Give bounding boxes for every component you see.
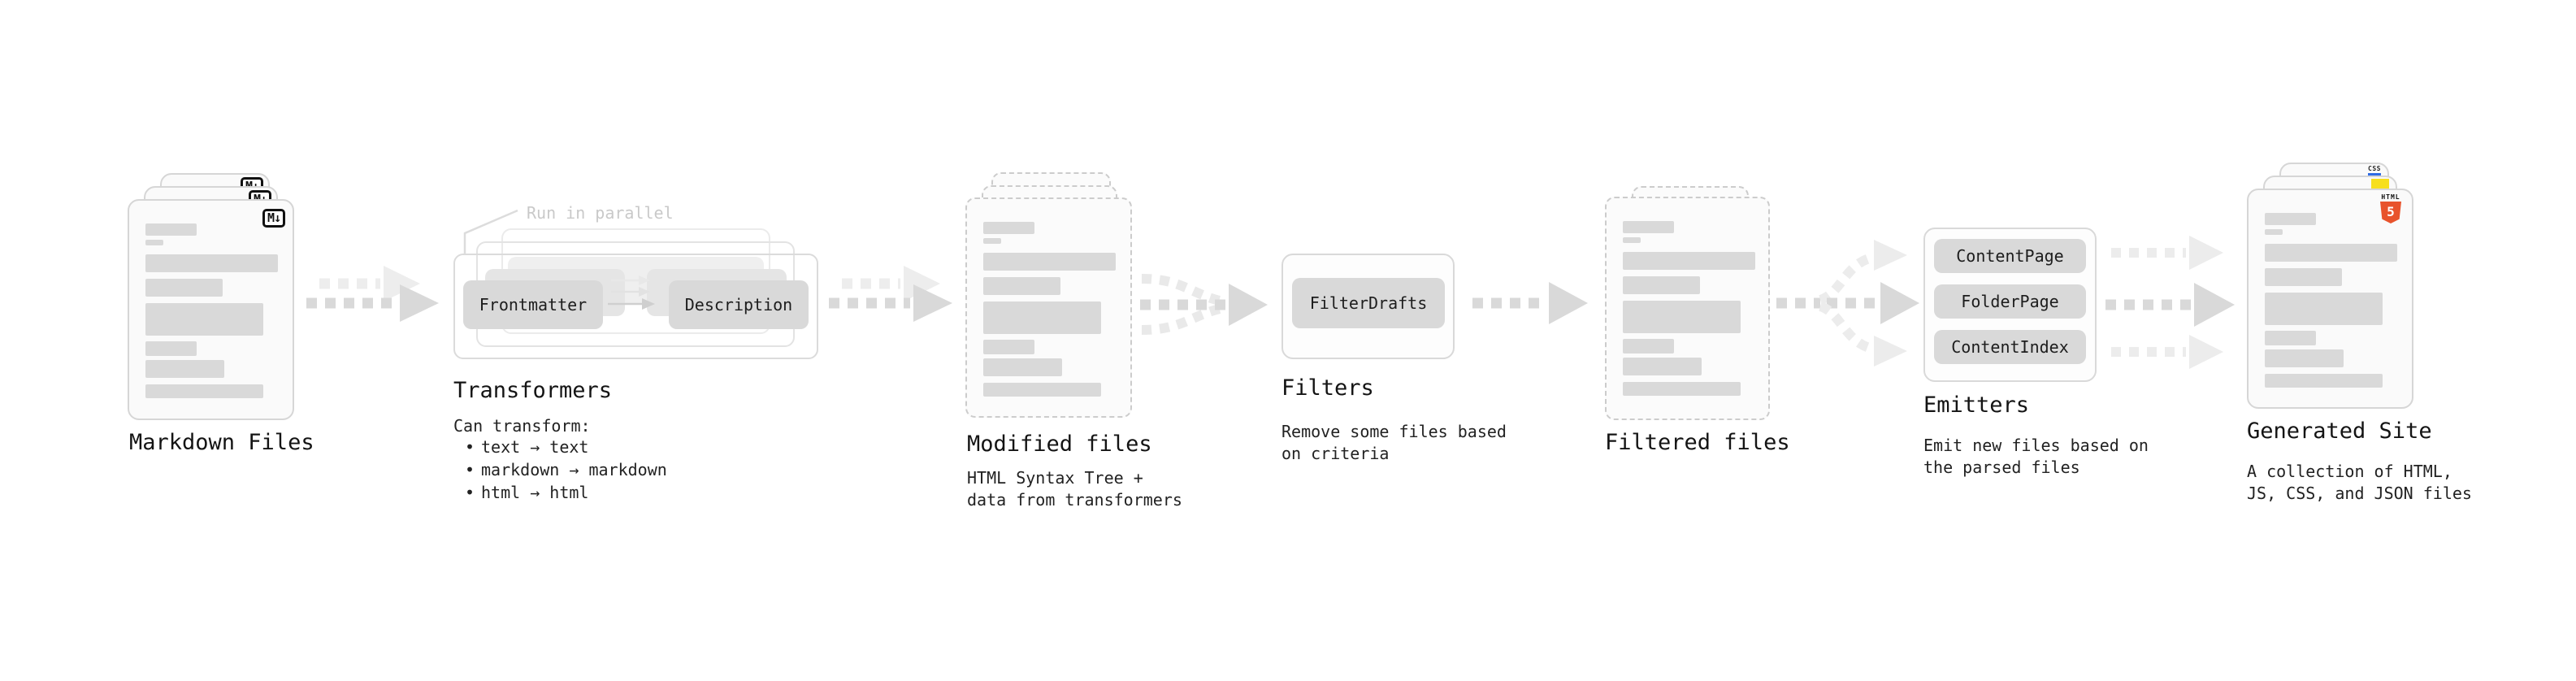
- flow-arrow-emitters-to-generated: [2105, 236, 2235, 369]
- filtered-file-card-front: [1605, 197, 1770, 420]
- run-in-parallel-label: Run in parallel: [527, 203, 674, 223]
- flow-arrow-markdown-to-transformers: [306, 266, 439, 322]
- skeleton-bar: [1623, 301, 1741, 333]
- modified-file-card-front: [965, 197, 1132, 418]
- folder-page-pill: FolderPage: [1934, 284, 2086, 319]
- skeleton-bar: [1623, 358, 1702, 375]
- skeleton-bar: [145, 279, 223, 297]
- skeleton-bar: [1623, 339, 1674, 354]
- skeleton-bar: [2265, 244, 2397, 262]
- description-line: Remove some files based: [1281, 422, 1507, 441]
- skeleton-bar: [1623, 252, 1755, 270]
- flow-arrow-filtered-to-emitters: [1776, 240, 1919, 367]
- skeleton-bar: [983, 238, 1001, 244]
- bullet-item: markdown → markdown: [453, 458, 667, 481]
- file-content-skeleton: [2265, 190, 2397, 388]
- skeleton-bar: [2265, 213, 2316, 225]
- description-line: HTML Syntax Tree +: [967, 468, 1143, 488]
- stage-title-filters: Filters: [1281, 375, 1374, 401]
- transformers-subtitle: Can transform:: [453, 416, 591, 436]
- skeleton-bar: [1623, 382, 1741, 396]
- skeleton-bar: [983, 340, 1034, 354]
- description-line: data from transformers: [967, 490, 1182, 510]
- html5-icon: HTML 5: [2377, 193, 2405, 223]
- stage-title-transformers: Transformers: [453, 378, 613, 403]
- skeleton-bar: [145, 384, 263, 398]
- stage-title-generated-site: Generated Site: [2247, 419, 2432, 444]
- skeleton-bar: [2265, 229, 2283, 235]
- generated-file-card-front: HTML 5: [2247, 189, 2413, 409]
- frontmatter-pill: Frontmatter: [463, 280, 603, 329]
- skeleton-bar: [2265, 349, 2344, 367]
- skeleton-bar: [145, 240, 163, 245]
- stage-title-emitters: Emitters: [1923, 393, 2030, 418]
- skeleton-bar: [2265, 293, 2383, 325]
- bullet-item: html → html: [453, 481, 667, 504]
- stage-title-markdown-files: Markdown Files: [129, 430, 314, 455]
- css-icon: CSS: [2368, 166, 2381, 176]
- flow-arrow-modified-to-filters: [1140, 274, 1268, 335]
- file-content-skeleton: [983, 199, 1116, 397]
- skeleton-bar: [145, 360, 224, 378]
- skeleton-bar: [145, 223, 197, 236]
- flow-arrow-filters-to-filtered: [1472, 282, 1588, 324]
- modified-files-description: HTML Syntax Tree + data from transformer…: [967, 467, 1182, 511]
- skeleton-bar: [145, 254, 278, 272]
- content-page-pill: ContentPage: [1934, 239, 2086, 273]
- skeleton-bar: [145, 341, 197, 356]
- skeleton-bar: [983, 253, 1116, 271]
- description-pill: Description: [669, 280, 809, 329]
- skeleton-bar: [983, 222, 1034, 234]
- emitters-description: Emit new files based on the parsed files: [1923, 435, 2149, 479]
- description-line: Emit new files based on: [1923, 436, 2149, 455]
- skeleton-bar: [1623, 221, 1674, 233]
- skeleton-bar: [1623, 276, 1700, 294]
- skeleton-bar: [983, 301, 1101, 334]
- file-content-skeleton: [145, 201, 278, 398]
- transformers-bullet-list: text → text markdown → markdown html → h…: [453, 436, 667, 504]
- file-content-skeleton: [1623, 198, 1755, 396]
- skeleton-bar: [2265, 268, 2342, 286]
- skeleton-bar: [983, 277, 1060, 295]
- skeleton-bar: [983, 383, 1101, 397]
- filters-description: Remove some files based on criteria: [1281, 421, 1507, 465]
- description-line: the parsed files: [1923, 458, 2080, 477]
- description-line: A collection of HTML,: [2247, 462, 2452, 481]
- markdown-icon: M↓: [262, 209, 285, 228]
- skeleton-bar: [145, 303, 263, 336]
- content-index-pill: ContentIndex: [1934, 330, 2086, 364]
- skeleton-bar: [1623, 237, 1641, 243]
- flow-arrow-transformers-to-modified: [829, 266, 952, 322]
- filter-drafts-pill: FilterDrafts: [1292, 278, 1445, 328]
- bullet-item: text → text: [453, 436, 667, 458]
- description-line: on criteria: [1281, 444, 1390, 463]
- skeleton-bar: [2265, 331, 2316, 345]
- transformer-box-front: [453, 254, 818, 359]
- markdown-file-card-front: M↓: [128, 199, 294, 420]
- skeleton-bar: [983, 358, 1062, 376]
- skeleton-bar: [2265, 374, 2383, 388]
- generated-site-description: A collection of HTML, JS, CSS, and JSON …: [2247, 461, 2472, 505]
- description-line: JS, CSS, and JSON files: [2247, 484, 2472, 503]
- stage-title-modified-files: Modified files: [967, 432, 1152, 457]
- stage-title-filtered-files: Filtered files: [1605, 430, 1790, 455]
